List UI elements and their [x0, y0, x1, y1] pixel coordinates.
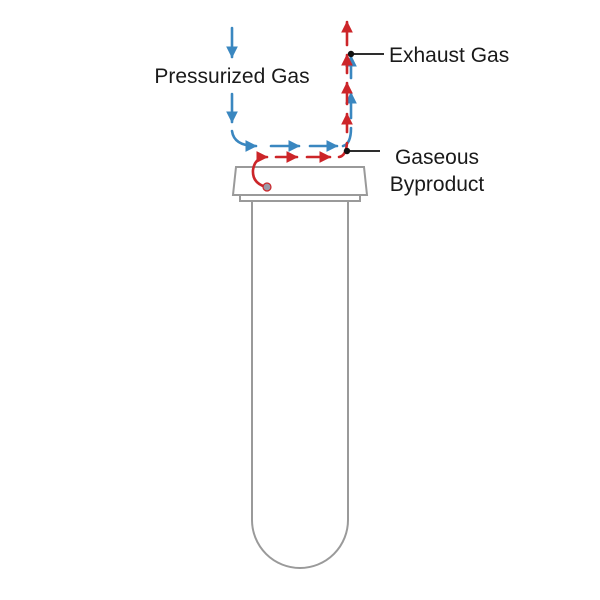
exhaust-gas-label: Exhaust Gas	[389, 44, 509, 67]
cap-rim	[239, 195, 361, 202]
byproduct-source-dot	[262, 182, 272, 192]
red-arrow-curve	[251, 151, 269, 189]
test-tube	[231, 166, 369, 569]
byproduct-pointer-dot	[343, 147, 351, 155]
gaseous-byproduct-label-line2: Byproduct	[390, 173, 485, 196]
gaseous-byproduct-label-line1: Gaseous	[395, 146, 479, 169]
exhaust-pointer-dot	[347, 50, 355, 58]
byproduct-flow	[251, 20, 353, 189]
tube-body	[251, 201, 349, 569]
blue-arrow-curve	[230, 129, 258, 152]
blue-arrow-corner	[341, 126, 353, 148]
red-arrow-corner	[337, 141, 349, 159]
label-pointers	[347, 53, 384, 152]
pressurized-gas-label: Pressurized Gas	[154, 65, 309, 88]
cap-top	[231, 166, 369, 196]
